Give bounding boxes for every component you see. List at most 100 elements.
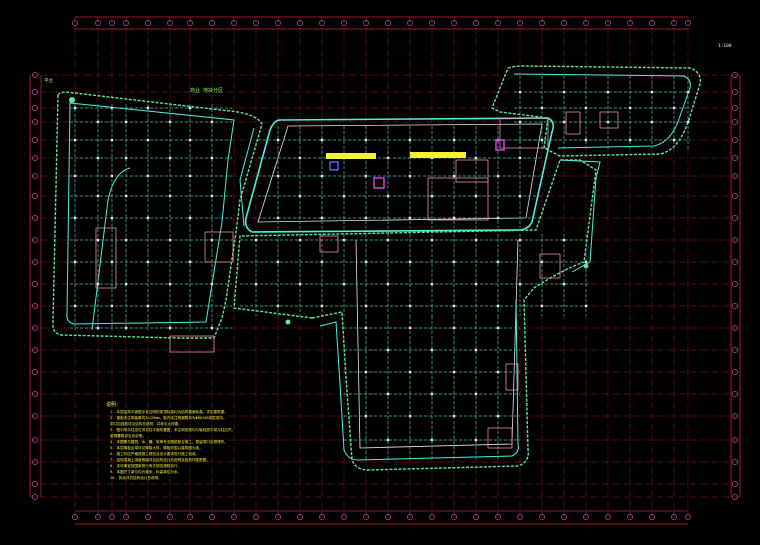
room-partitions bbox=[95, 111, 619, 449]
axis-bubble bbox=[671, 514, 677, 520]
column bbox=[342, 282, 346, 286]
axis-bubble bbox=[732, 72, 738, 78]
column bbox=[254, 238, 258, 242]
column bbox=[73, 216, 77, 220]
axis-bubble bbox=[32, 237, 38, 243]
column bbox=[320, 174, 324, 178]
axis-bubble bbox=[187, 20, 193, 26]
axis-bubble bbox=[732, 193, 738, 199]
lower-body-outline bbox=[233, 159, 597, 471]
axis-bubble bbox=[495, 20, 501, 26]
column bbox=[430, 194, 434, 198]
axis-bubble bbox=[341, 20, 347, 26]
column bbox=[496, 216, 500, 220]
column bbox=[146, 260, 150, 264]
column bbox=[110, 216, 114, 220]
column bbox=[474, 238, 478, 242]
axis-bubble bbox=[685, 20, 691, 26]
left-wing-outline bbox=[52, 91, 263, 339]
axis-bubble bbox=[123, 514, 129, 520]
column bbox=[408, 138, 412, 142]
survey-point bbox=[583, 263, 589, 269]
column bbox=[124, 194, 128, 198]
column bbox=[562, 120, 566, 124]
axis-bubble bbox=[167, 514, 173, 520]
column bbox=[408, 326, 412, 330]
yellow-beam-mark bbox=[326, 153, 376, 159]
column bbox=[188, 106, 192, 110]
column bbox=[650, 90, 654, 94]
column bbox=[146, 138, 150, 142]
axis-bubble bbox=[32, 459, 38, 465]
column bbox=[73, 174, 77, 178]
axis-bubble bbox=[209, 514, 215, 520]
column bbox=[276, 304, 280, 308]
column bbox=[188, 304, 192, 308]
column bbox=[168, 282, 172, 286]
axis-bubble bbox=[319, 20, 325, 26]
column bbox=[562, 90, 566, 94]
column bbox=[210, 120, 214, 124]
axis-bubble bbox=[407, 514, 413, 520]
axis-bubble bbox=[473, 20, 479, 26]
column bbox=[168, 194, 172, 198]
column bbox=[168, 120, 172, 124]
column bbox=[496, 260, 500, 264]
axis-bubble bbox=[32, 173, 38, 179]
column bbox=[386, 194, 390, 198]
column bbox=[584, 260, 588, 264]
axis-bubble bbox=[32, 325, 38, 331]
column bbox=[452, 304, 456, 308]
axis-bubble bbox=[732, 459, 738, 465]
axis-bubble bbox=[627, 20, 633, 26]
axis-bubble bbox=[32, 259, 38, 265]
axis-bubble bbox=[275, 514, 281, 520]
axis-bubble bbox=[649, 20, 655, 26]
axis-bubble bbox=[32, 369, 38, 375]
column bbox=[364, 414, 368, 418]
section-label: 平台 bbox=[44, 77, 53, 84]
axis-bubble bbox=[627, 514, 633, 520]
note-line: 6. 施工时应严格按施工规范及设计要求进行施工验收。 bbox=[110, 451, 199, 456]
yellow-beam-mark bbox=[410, 152, 466, 158]
column bbox=[210, 194, 214, 198]
column bbox=[452, 174, 456, 178]
column bbox=[254, 282, 258, 286]
column bbox=[110, 304, 114, 308]
axis-bubble bbox=[72, 20, 78, 26]
axis-bubble bbox=[32, 72, 38, 78]
axis-bubble bbox=[32, 303, 38, 309]
notes-title: 说明： bbox=[106, 401, 121, 408]
column bbox=[110, 260, 114, 264]
axis-bubble bbox=[732, 325, 738, 331]
column bbox=[342, 194, 346, 198]
column bbox=[628, 106, 632, 110]
column bbox=[73, 260, 77, 264]
axis-bubble bbox=[187, 514, 193, 520]
axis-bubble bbox=[561, 20, 567, 26]
column bbox=[188, 174, 192, 178]
column bbox=[540, 260, 544, 264]
column bbox=[210, 282, 214, 286]
magenta-shaft-mark bbox=[373, 177, 385, 189]
column bbox=[124, 238, 128, 242]
note-line: 洞口加强筋详见结构总说明，并参见大样图。 bbox=[110, 421, 182, 426]
axis-bubble bbox=[732, 369, 738, 375]
column bbox=[96, 282, 100, 286]
column bbox=[584, 138, 588, 142]
axis-bubble bbox=[583, 20, 589, 26]
column bbox=[364, 174, 368, 178]
column bbox=[320, 260, 324, 264]
columns bbox=[73, 90, 690, 442]
column bbox=[298, 156, 302, 160]
column bbox=[540, 106, 544, 110]
axis-bubble bbox=[32, 481, 38, 487]
column bbox=[562, 238, 566, 242]
axis-bubble bbox=[32, 105, 38, 111]
axis-bubble bbox=[231, 514, 237, 520]
axis-bubbles bbox=[32, 20, 738, 520]
axis-bubble bbox=[145, 514, 151, 520]
column bbox=[408, 216, 412, 220]
column bbox=[320, 138, 324, 142]
axis-bubble bbox=[109, 20, 115, 26]
